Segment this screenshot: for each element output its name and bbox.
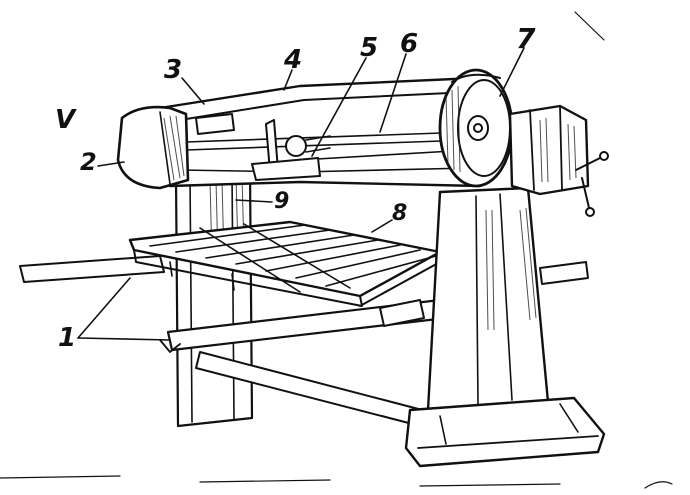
left-pulley xyxy=(116,105,190,190)
callout-9: 9 xyxy=(274,189,289,214)
callout-4: 4 xyxy=(283,45,302,75)
callout-5: 5 xyxy=(360,33,378,63)
callout-6: 6 xyxy=(400,29,418,59)
callout-8: 8 xyxy=(392,201,407,226)
callout-2: 2 xyxy=(80,148,97,176)
callout-1: 1 xyxy=(58,323,76,353)
pressure-carriage xyxy=(251,119,331,181)
motor xyxy=(508,104,609,217)
margin-mark: V xyxy=(55,105,77,135)
drive-pulley xyxy=(438,68,514,188)
worktable xyxy=(128,220,442,307)
callout-7: 7 xyxy=(516,22,536,55)
scan-artifacts xyxy=(0,11,673,489)
floor-rail xyxy=(19,255,589,285)
leader-lines xyxy=(77,47,525,341)
callout-3: 3 xyxy=(164,55,182,85)
left-column xyxy=(174,168,254,428)
callout-labels: 1 2 3 4 5 6 7 8 9 xyxy=(58,22,536,353)
right-pedestal xyxy=(404,186,606,468)
